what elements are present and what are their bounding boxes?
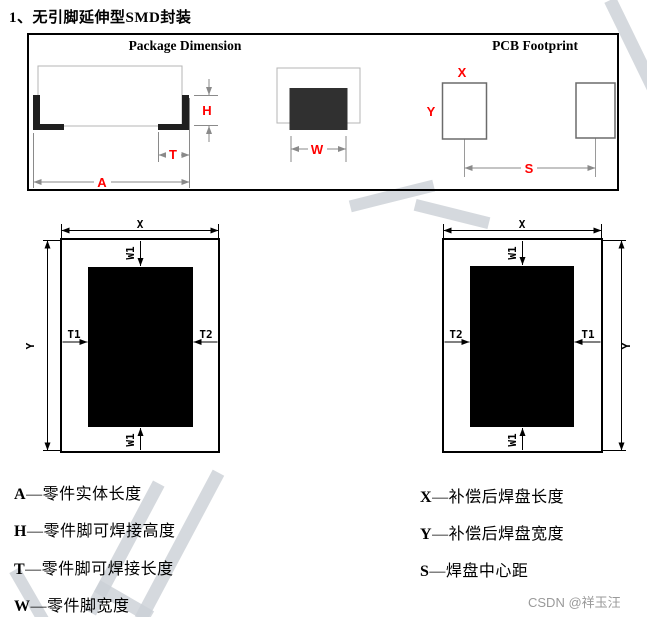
- legend-item-S: S—焊盘中心距: [420, 557, 528, 581]
- legend-desc: 零件脚可焊接长度: [41, 561, 174, 578]
- dim-label-A: A: [97, 175, 107, 190]
- package-end-view-figure: W: [276, 67, 361, 162]
- legend-item-A: A—零件实体长度: [14, 480, 142, 504]
- legend-desc: 零件脚可焊接高度: [43, 523, 176, 540]
- dim-label-T: T: [169, 147, 177, 162]
- dim-label-S: S: [525, 161, 534, 176]
- legend-separator: —: [30, 598, 47, 615]
- dim-label-Y: Y: [427, 104, 436, 119]
- legend-key: Y: [420, 526, 433, 543]
- right-terminal-shape: [158, 95, 189, 130]
- component-pin-shape: [88, 267, 193, 427]
- land-pattern-right-figure: X Y W1 W1 T2 T1: [442, 218, 633, 453]
- diagram-label-W1: W1: [506, 433, 519, 447]
- right-pad-shape: [575, 82, 616, 139]
- legend-desc: 补偿后焊盘宽度: [448, 526, 565, 543]
- page-title: 1、无引脚延伸型SMD封装: [9, 10, 192, 26]
- land-pattern-left-figure: X Y W1 W1 T1 T2: [24, 218, 220, 453]
- legend-separator: —: [26, 523, 44, 540]
- package-dimension-header: Package Dimension: [128, 38, 242, 53]
- legend-separator: —: [429, 563, 446, 580]
- diagram-label-Y: Y: [620, 342, 633, 349]
- diagram-label-X: X: [519, 218, 526, 231]
- legend-separator: —: [25, 561, 42, 578]
- dim-label-X: X: [458, 65, 467, 80]
- diagram-label-W1: W1: [506, 246, 519, 260]
- legend-desc: 焊盘中心距: [445, 563, 529, 580]
- component-body-shape: [289, 88, 348, 130]
- diagram-label-Y: Y: [24, 342, 37, 349]
- package-side-view-figure: H T A: [33, 65, 218, 190]
- left-pad-shape: [441, 82, 488, 140]
- dim-label-H: H: [202, 103, 211, 118]
- dim-label-W: W: [311, 142, 324, 157]
- legend-separator: —: [432, 526, 449, 543]
- diagram-label-T2: T2: [199, 328, 212, 341]
- legend-key: A: [14, 486, 27, 503]
- pcb-footprint-header: PCB Footprint: [492, 38, 578, 53]
- pcb-footprint-figure: X Y S: [427, 65, 616, 177]
- diagram-label-T1: T1: [581, 328, 595, 341]
- dimension-panel: Package Dimension PCB Footprint: [27, 33, 619, 191]
- legend-item-T: T—零件脚可焊接长度: [14, 555, 174, 579]
- legend-item-H: H—零件脚可焊接高度: [14, 517, 175, 541]
- credit-watermark: CSDN @祥玉汪: [528, 595, 621, 610]
- legend-key: H: [14, 523, 27, 540]
- legend-desc: 零件实体长度: [42, 486, 142, 503]
- legend-item-X: X—补偿后焊盘长度: [420, 483, 564, 507]
- legend-key: X: [420, 489, 433, 506]
- diagram-label-T1: T1: [67, 328, 81, 341]
- legend-key: W: [14, 598, 31, 615]
- legend-key: S: [420, 563, 430, 580]
- left-terminal-shape: [33, 95, 64, 130]
- legend-separator: —: [432, 489, 449, 506]
- diagram-label-X: X: [137, 218, 144, 231]
- legend-key: T: [14, 561, 26, 578]
- component-pin-shape: [470, 266, 574, 427]
- legend-item-Y: Y—补偿后焊盘宽度: [420, 520, 564, 544]
- legend-desc: 零件脚宽度: [47, 598, 130, 615]
- legend-item-W: W—零件脚宽度: [14, 592, 130, 616]
- legend-separator: —: [26, 486, 43, 503]
- diagram-label-W1: W1: [124, 433, 137, 447]
- diagram-label-W1: W1: [124, 246, 137, 260]
- diagram-label-T2: T2: [449, 328, 462, 341]
- legend-desc: 补偿后焊盘长度: [448, 489, 565, 506]
